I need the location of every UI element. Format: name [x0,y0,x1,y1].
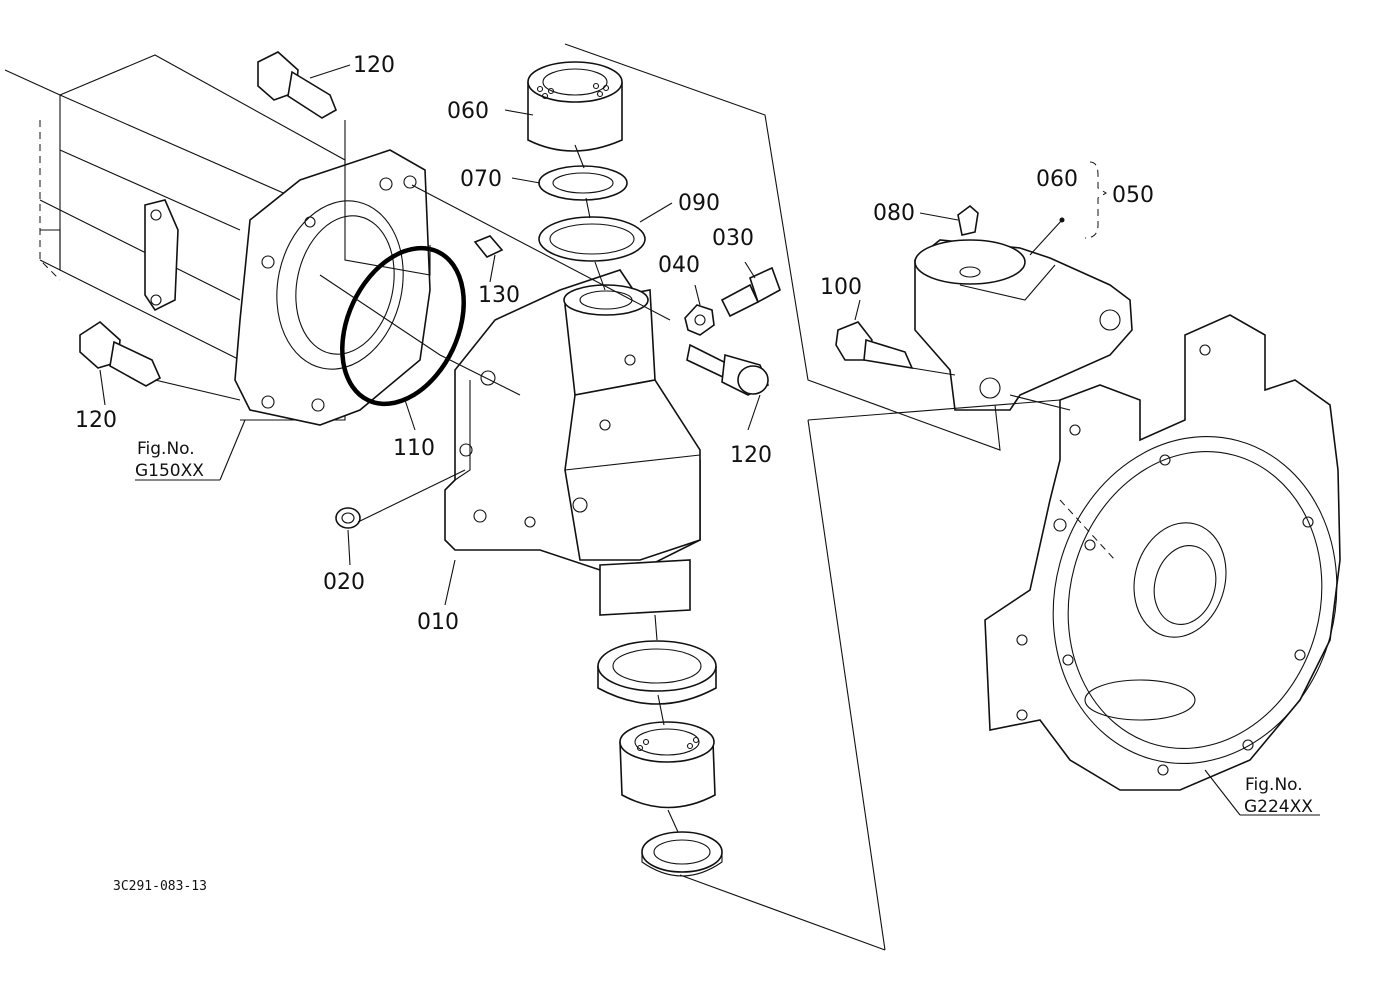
assembly-lines [154,43,1116,951]
bolt-100 [835,321,914,370]
shim-070 [538,165,628,201]
label-090: 090 [678,191,720,216]
bolt-120-left [79,320,162,387]
label-100: 100 [820,275,862,300]
bolt-030 [720,266,781,318]
label-130: 130 [478,283,520,308]
bolt-120-center [686,343,770,396]
label-120-top: 120 [353,53,395,78]
label-030: 030 [712,226,754,251]
label-120-left: 120 [75,408,117,433]
right-housing [984,314,1341,791]
fig-ref-left-line1: Fig.No. [137,439,195,459]
nut-040 [684,304,715,336]
fig-ref-right-line1: Fig.No. [1245,775,1303,795]
label-120-center: 120 [730,443,772,468]
label-110: 110 [393,436,435,461]
left-housing [4,54,431,426]
knuckle-housing-010 [444,269,701,616]
leader-lines [99,64,1320,816]
thrust-bearing [641,831,723,877]
label-080: 080 [873,201,915,226]
label-020: 020 [323,570,365,595]
o-ring-110 [340,245,466,407]
plug-020 [335,507,361,529]
fig-ref-right-line2: G224XX [1244,797,1313,817]
drawing-code: 3C291-083-13 [113,879,207,894]
part-labels: 120 060 070 090 130 040 030 120 110 120 … [75,53,1154,635]
bolt-120-top [257,51,338,119]
label-060-top: 060 [447,99,489,124]
seal-090 [538,216,646,262]
seal-bottom [597,640,717,705]
arm-bracket-050 [914,239,1133,411]
label-060-right: 060 [1036,167,1078,192]
label-010: 010 [417,610,459,635]
bushing-060-top [527,61,623,152]
figure-references: Fig.No. G150XX Fig.No. G224XX [135,439,1313,817]
fig-ref-left-line2: G150XX [135,461,204,481]
grease-nipple-080 [957,204,979,236]
pin-130 [473,235,504,258]
bushing-bottom [619,721,716,809]
label-050: 050 [1112,183,1154,208]
label-040: 040 [658,253,700,278]
label-070: 070 [460,167,502,192]
